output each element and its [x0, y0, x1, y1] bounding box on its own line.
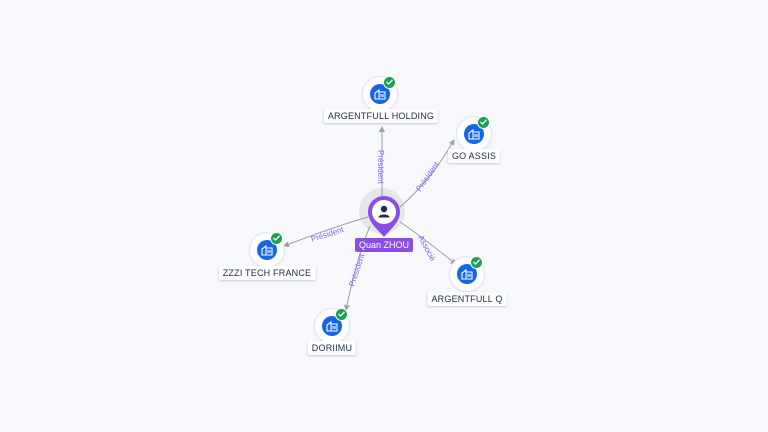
edge-zzzi-tech-france: [283, 216, 369, 248]
edge-label-doriimu: Président: [347, 252, 366, 288]
company-node-doriimu[interactable]: [315, 308, 349, 343]
edge-label-go-assis: Président: [414, 160, 441, 193]
building-icon: [464, 124, 484, 144]
company-label-argentfull-holding[interactable]: ARGENTFULL HOLDING: [323, 109, 439, 123]
check-icon: [383, 76, 396, 89]
check-icon: [470, 256, 483, 269]
company-label-argentfull-q[interactable]: ARGENTFULL Q: [427, 292, 507, 306]
edge-go-assis: [399, 139, 455, 208]
company-node-go-assis[interactable]: [457, 116, 491, 151]
building-icon: [370, 84, 390, 104]
edge-argentfull-q: [399, 221, 457, 265]
company-label-zzzi-tech-france[interactable]: ZZZI TECH FRANCE: [218, 266, 316, 280]
edge-label-zzzi-tech-france: Président: [310, 225, 346, 244]
person-icon: [378, 205, 390, 218]
company-node-argentfull-holding[interactable]: [363, 76, 397, 111]
person-pin: [368, 196, 400, 237]
building-icon: [322, 316, 342, 336]
company-label-doriimu[interactable]: DORIIMU: [307, 341, 357, 355]
company-node-zzzi-tech-france[interactable]: [250, 232, 284, 267]
check-icon: [477, 116, 490, 129]
person-node[interactable]: [359, 188, 405, 242]
edge-doriimu: [344, 225, 371, 311]
edge-label-argentfull-holding: Président: [376, 150, 385, 185]
edge-label-argentfull-q: Associé: [416, 234, 437, 263]
building-icon: [257, 240, 277, 260]
company-label-go-assis[interactable]: GO ASSIS: [447, 149, 501, 163]
company-node-argentfull-q[interactable]: [450, 256, 484, 291]
check-icon: [335, 308, 348, 321]
building-icon: [457, 264, 477, 284]
check-icon: [270, 232, 283, 245]
person-label[interactable]: Quan ZHOU: [354, 238, 414, 252]
